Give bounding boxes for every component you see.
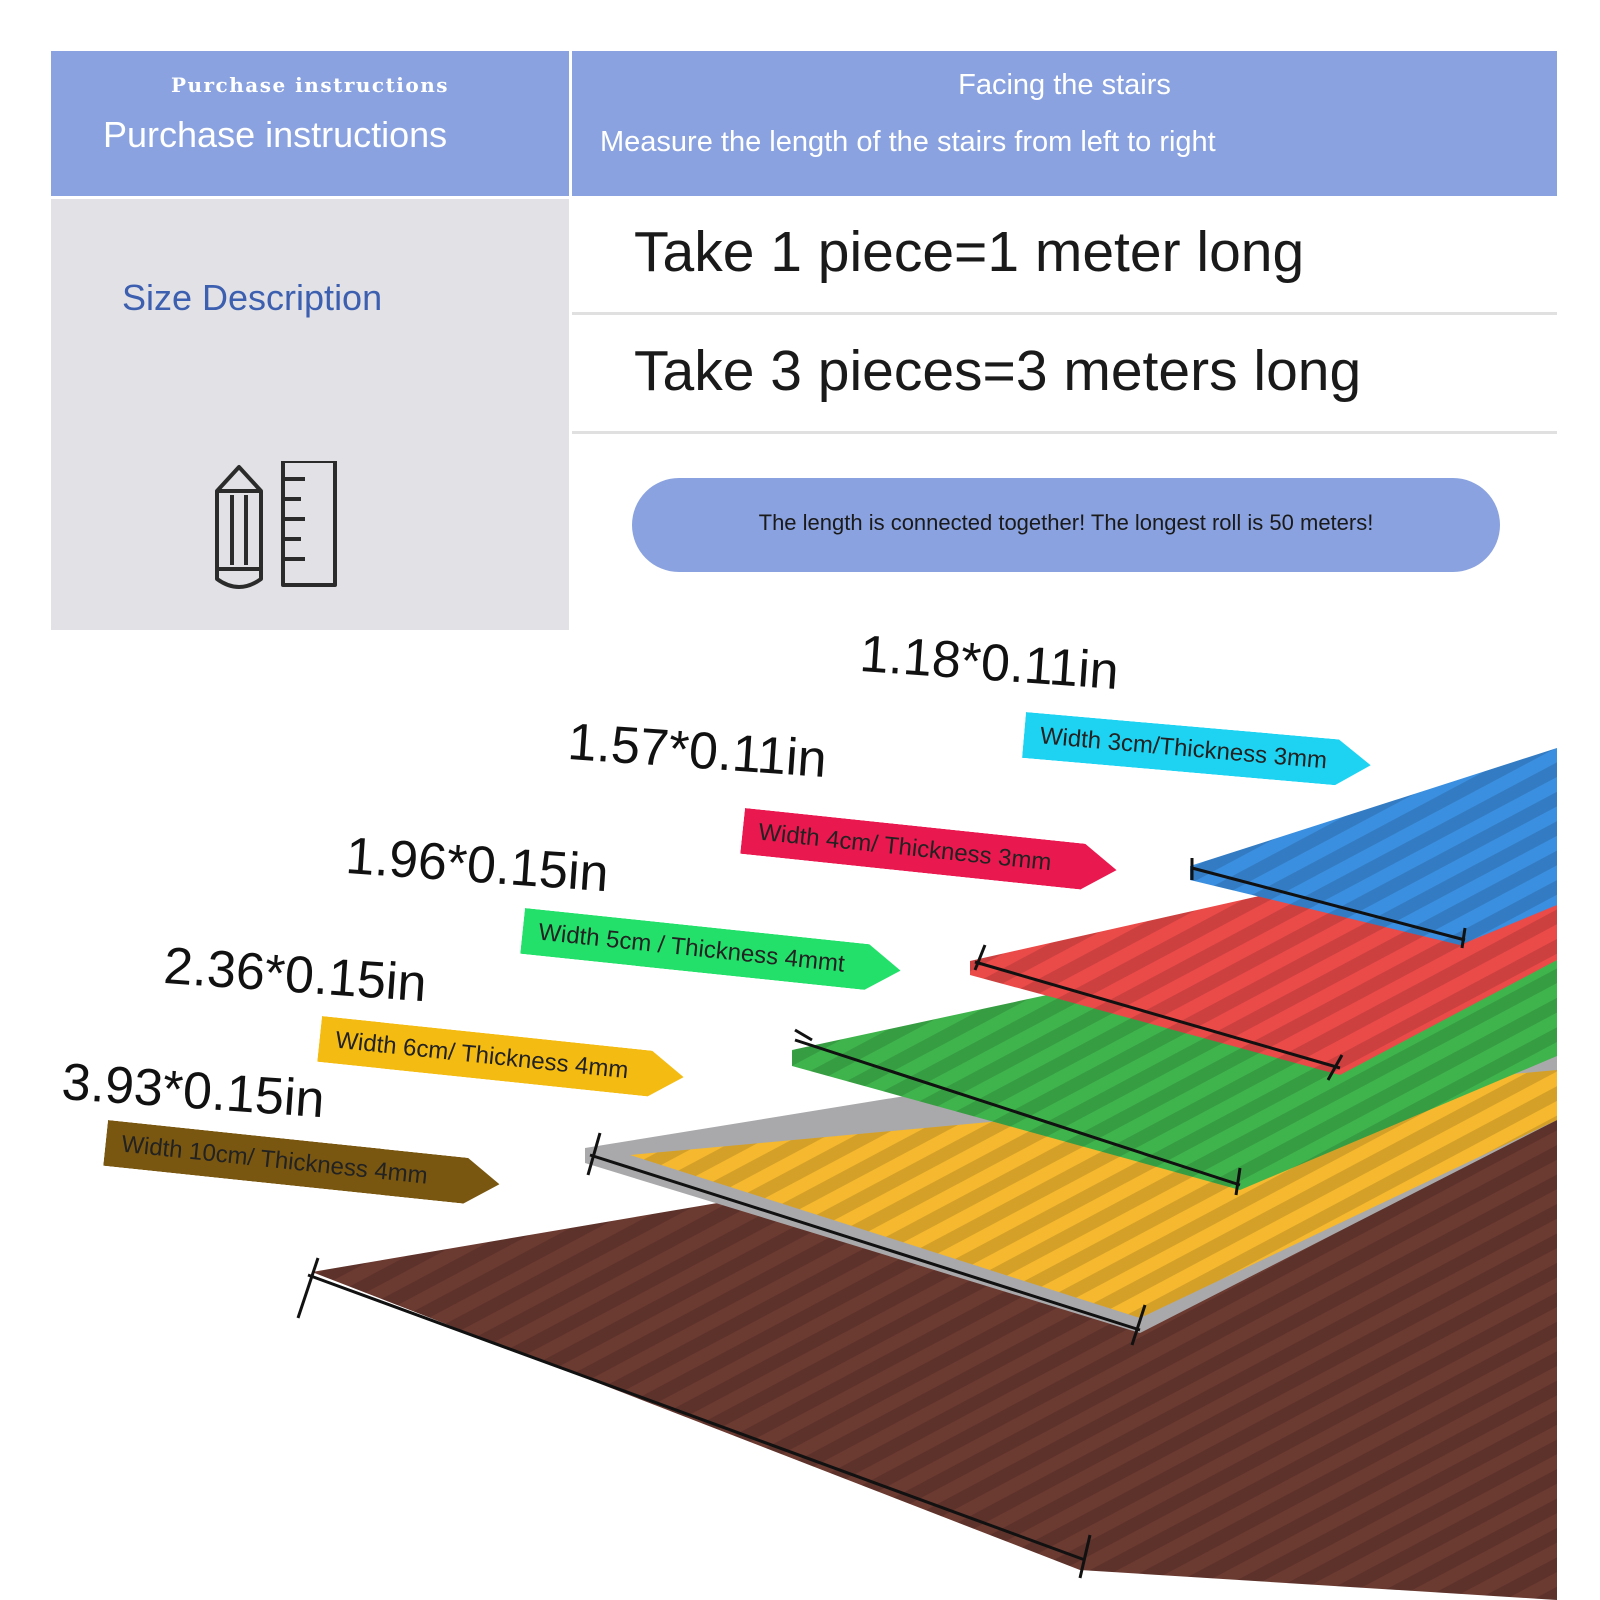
row-one-piece: Take 1 piece=1 meter long [572, 199, 1557, 315]
measure-line-green [794, 1038, 1241, 1187]
strip-blue [1190, 748, 1557, 945]
length-note-pill: The length is connected together! The lo… [632, 478, 1500, 572]
row-three-pieces: Take 3 pieces=3 meters long [572, 315, 1557, 434]
header-title-serif: Purchase instructions [170, 73, 450, 97]
strip-blue-ribs [1190, 748, 1557, 945]
header-title: Purchase instructions [103, 114, 448, 155]
size-description-label: Size Description [122, 277, 383, 318]
size-description-panel: Size Description [51, 199, 569, 630]
measure-line-red [974, 960, 1341, 1070]
measure-instruction: Measure the length of the stairs from le… [600, 126, 1216, 158]
length-note-text: The length is connected together! The lo… [758, 510, 1374, 535]
header-right-cell: Facing the stairs Measure the length of … [572, 51, 1557, 196]
header-left-cell: Purchase instructions Purchase instructi… [51, 51, 569, 196]
measure-line-gray [589, 1153, 1141, 1332]
facing-stairs-title: Facing the stairs [958, 69, 1171, 101]
measure-line-brown [307, 1273, 1086, 1562]
three-pieces-text: Take 3 pieces=3 meters long [634, 339, 1362, 403]
one-piece-text: Take 1 piece=1 meter long [634, 220, 1305, 284]
measure-line-blue [1191, 866, 1466, 942]
pencil-ruler-icon [215, 461, 337, 589]
